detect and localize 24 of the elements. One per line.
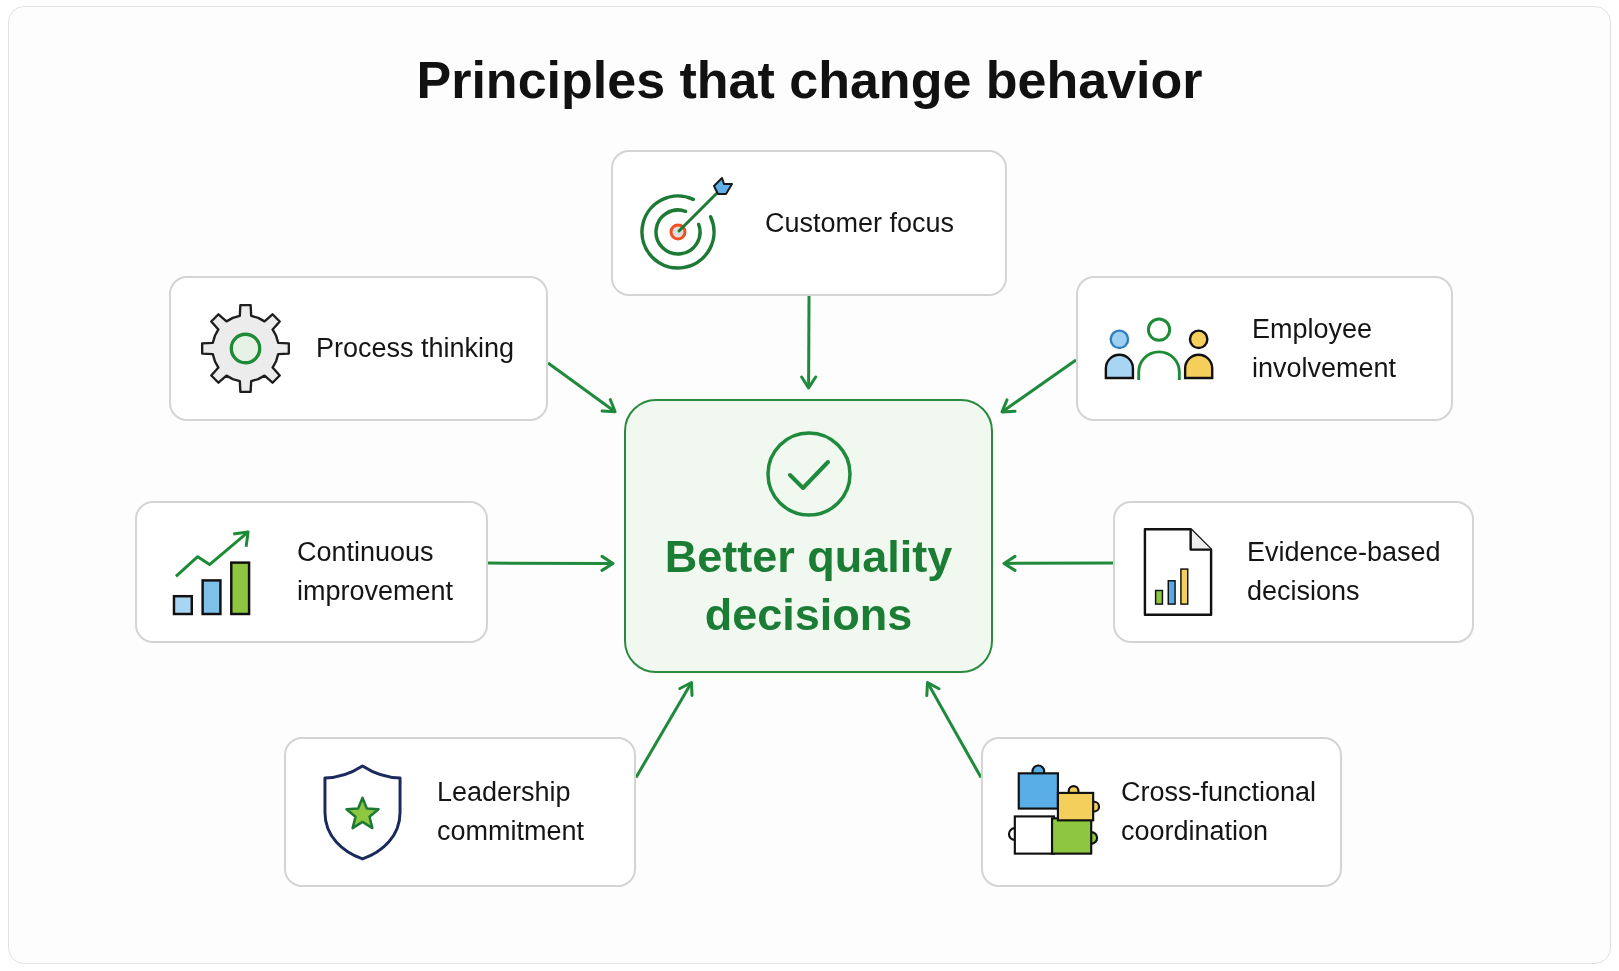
arrow [1002, 554, 1113, 572]
card-label: Continuous improvement [297, 536, 455, 608]
arrow [634, 681, 694, 779]
card-label: Leadership commitment [437, 776, 586, 848]
arrow [800, 296, 818, 390]
arrow [488, 554, 615, 572]
hub-box [624, 399, 993, 673]
arrow [1000, 358, 1077, 414]
card-label: Customer focus [765, 206, 955, 240]
principle-card [611, 150, 1007, 296]
principle-card [135, 501, 488, 643]
card-label: Evidence-based decisions [1247, 536, 1442, 608]
principle-card [981, 737, 1342, 887]
arrow [547, 361, 617, 414]
card-label: Cross-functional coordination [1121, 776, 1318, 848]
principle-card [284, 737, 636, 887]
arrow [925, 681, 983, 779]
principle-card [1076, 276, 1453, 421]
diagram-title: Principles that change behavior [415, 50, 1204, 110]
hub-title: Better quality decisions [663, 530, 954, 642]
card-label: Employee involvement [1252, 312, 1398, 385]
principle-card [169, 276, 548, 421]
principle-card [1113, 501, 1474, 643]
card-label: Process thinking [316, 332, 515, 365]
